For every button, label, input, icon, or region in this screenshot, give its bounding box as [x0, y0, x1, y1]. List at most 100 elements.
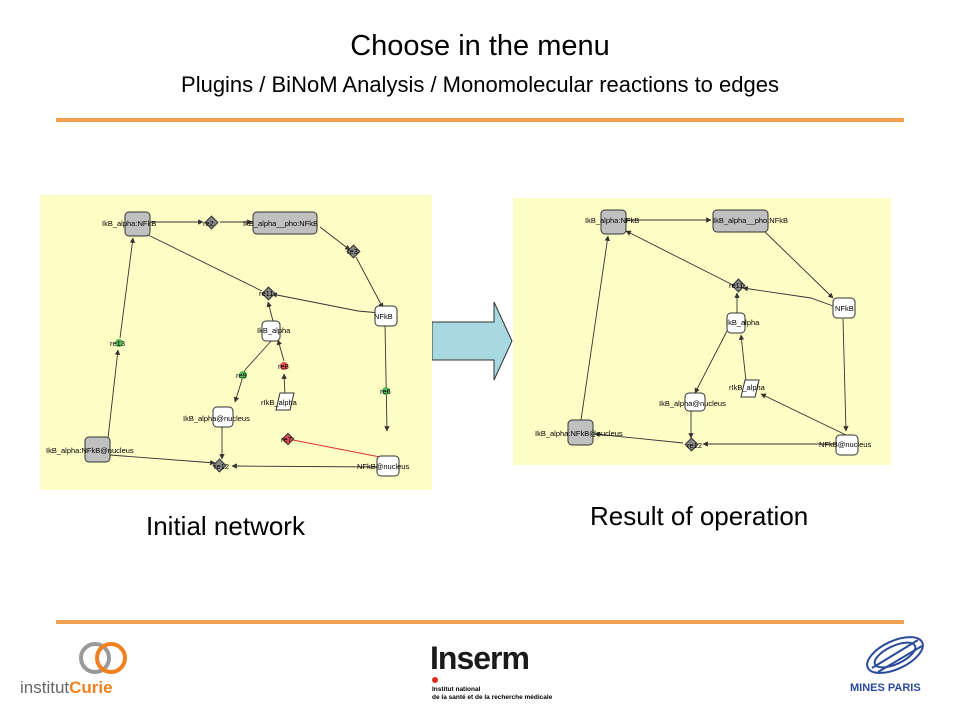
edge	[594, 431, 684, 444]
mines-logo-text: MINES PARIS	[850, 682, 921, 694]
edge	[742, 286, 834, 307]
reaction-node	[280, 362, 288, 370]
species-node	[275, 392, 295, 411]
mines-paris-logo: MINES PARIS	[846, 630, 946, 705]
edge	[842, 318, 849, 432]
initial-network-diagram: IkB_alpha:NFkB IkB_alpha__pho:NFkB NFkB …	[46, 211, 409, 477]
edge	[319, 226, 351, 251]
species-node	[740, 379, 760, 398]
reaction-node	[115, 339, 123, 347]
highlight-edge	[292, 439, 381, 458]
reaction-label: re13	[110, 339, 125, 348]
curie-rings-icon	[79, 642, 127, 674]
edge	[233, 339, 273, 403]
edge	[139, 230, 263, 292]
bottom-divider	[56, 620, 904, 624]
node-label: IkB_alpha__pho:NFkB	[713, 216, 788, 225]
reaction-label: re2	[203, 219, 214, 228]
node-label: NFkB	[835, 304, 854, 313]
inserm-tagline-2: de la santé et de la recherche médicale	[432, 694, 553, 701]
node-label: rIkB_alpha	[729, 383, 766, 392]
result-caption: Result of operation	[590, 501, 809, 531]
species-node	[712, 209, 769, 233]
node-label: NFkB	[374, 312, 393, 321]
node-label: IkB_alpha__pho:NFkB	[243, 219, 318, 228]
species-node	[832, 297, 856, 319]
node-label: IkB_alpha:NFkB@nucleus	[535, 429, 623, 438]
edge	[694, 330, 728, 394]
edge	[384, 323, 390, 432]
slide-title: Choose in the menu	[350, 30, 610, 62]
species-node	[84, 436, 111, 463]
edge	[762, 229, 834, 299]
edge	[580, 235, 610, 421]
node-label: IkB_alpha	[726, 318, 760, 327]
species-node	[261, 320, 281, 342]
species-node	[212, 406, 234, 428]
edge	[281, 373, 287, 396]
edge	[738, 334, 747, 382]
result-network-panel: IkB_alpha:NFkB IkB_alpha__pho:NFkB NFkB …	[513, 198, 891, 465]
reaction-node	[731, 278, 746, 293]
reaction-node	[204, 215, 219, 230]
species-node	[252, 211, 318, 235]
mines-emblem-icon	[866, 636, 924, 674]
curie-logo-text-left: institut	[20, 678, 70, 697]
node-label: rIkB_alpha	[261, 398, 298, 407]
initial-network-caption: Initial network	[146, 511, 305, 541]
edge	[119, 237, 136, 339]
species-node	[684, 392, 706, 412]
reaction-label: re8	[278, 362, 289, 371]
reaction-label: re11	[729, 281, 743, 290]
node-label: IkB_alpha@nucleus	[659, 399, 726, 408]
reaction-node	[239, 371, 247, 379]
edge	[266, 301, 274, 322]
curie-logo-text-right: Curie	[69, 678, 113, 697]
reaction-node	[281, 432, 295, 446]
transform-arrow	[432, 301, 513, 381]
node-label: IkB_alpha:NFkB	[102, 219, 156, 228]
species-node	[600, 209, 627, 235]
edge	[625, 230, 734, 286]
reaction-label: re12	[687, 441, 702, 450]
inserm-dot-icon	[432, 677, 438, 683]
reaction-node	[261, 286, 276, 301]
edge	[231, 463, 381, 469]
edge	[276, 339, 285, 362]
edge	[271, 292, 381, 314]
institut-curie-logo: institutCurie	[18, 640, 138, 700]
node-label: IkB_alpha:NFkB	[585, 216, 639, 225]
species-node	[567, 419, 594, 446]
reaction-label: re6	[380, 387, 391, 396]
node-label: NFkB@nucleus	[819, 440, 871, 449]
result-network-diagram: IkB_alpha:NFkB IkB_alpha__pho:NFkB NFkB …	[535, 209, 871, 456]
reaction-label: re12	[214, 462, 229, 471]
node-label: IkB_alpha	[257, 326, 291, 335]
species-node	[376, 455, 400, 477]
inserm-logo: Inserm Institut national de la santé et …	[430, 640, 600, 710]
reaction-label: re3	[347, 247, 358, 256]
edge	[107, 349, 121, 439]
node-label: IkB_alpha:NFkB@nucleus	[46, 446, 134, 455]
node-label: IkB_alpha@nucleus	[183, 414, 250, 423]
reaction-node	[684, 437, 699, 452]
reaction-label: re7	[281, 435, 292, 444]
slide-subtitle: Plugins / BiNoM Analysis / Monomolecular…	[181, 72, 779, 97]
edge	[109, 454, 216, 466]
reaction-label: re11	[259, 289, 273, 298]
node-label: NFkB@nucleus	[357, 462, 409, 471]
species-node	[124, 211, 151, 237]
edge	[355, 256, 384, 309]
species-node	[726, 312, 746, 334]
species-node	[374, 305, 398, 327]
species-node	[835, 434, 859, 456]
inserm-tagline-1: Institut national	[432, 686, 481, 693]
edge	[760, 393, 847, 436]
reaction-node	[212, 458, 227, 473]
reaction-label: re9	[236, 371, 247, 380]
initial-network-panel: IkB_alpha:NFkB IkB_alpha__pho:NFkB NFkB …	[40, 195, 432, 490]
reaction-node	[346, 244, 361, 259]
top-divider	[56, 118, 904, 122]
reaction-node	[382, 387, 390, 395]
inserm-wordmark: Inserm	[430, 640, 530, 676]
